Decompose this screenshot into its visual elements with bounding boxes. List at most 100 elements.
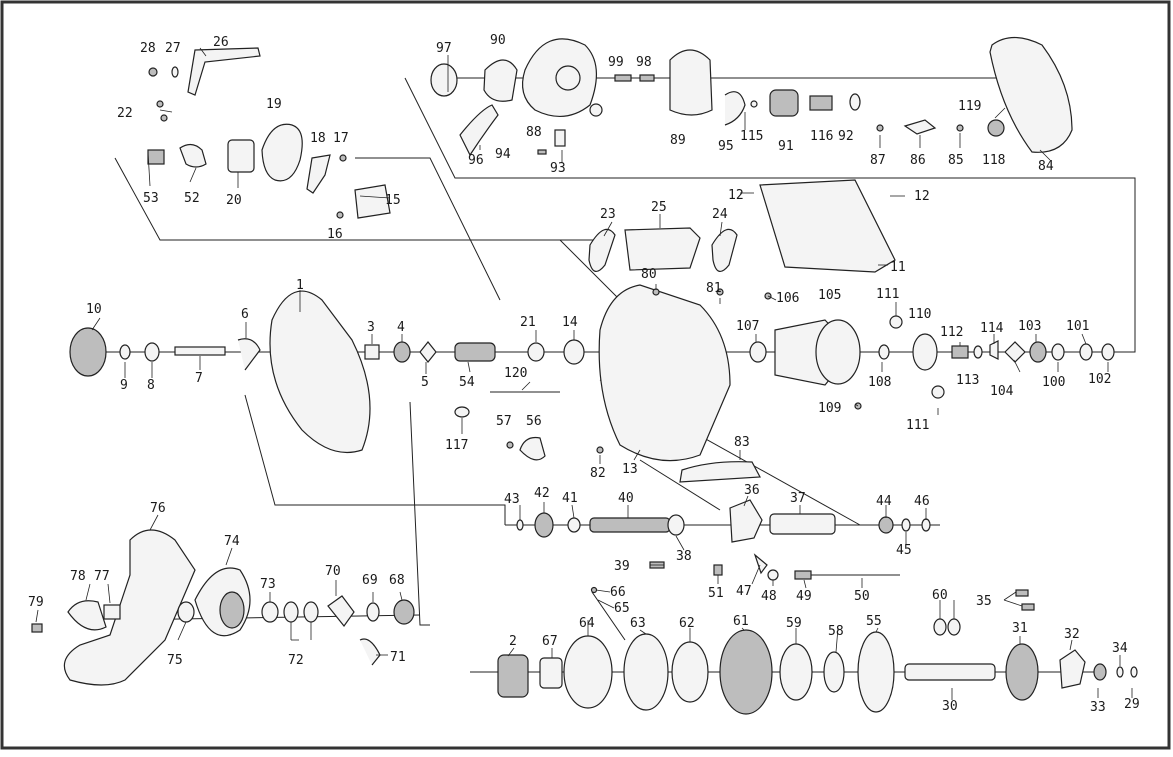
part-label: 68 [389, 573, 405, 588]
part-label: 105 [818, 288, 841, 303]
part-111-a-shape [889, 315, 903, 329]
part-label: 119 [958, 99, 981, 114]
part-55-shape [857, 631, 895, 713]
part-label: 25 [651, 200, 667, 215]
part-label: 35 [976, 594, 992, 609]
part-label: 120 [504, 366, 527, 381]
part-61-shape [719, 629, 773, 715]
part-label: 90 [490, 33, 506, 48]
part-37-shape [769, 513, 836, 535]
part-112-shape [951, 345, 969, 359]
part-label: 52 [184, 191, 200, 206]
part-43-shape [516, 519, 524, 531]
part-28-shape [148, 67, 158, 77]
part-label: 39 [614, 559, 630, 574]
part-82-shape [596, 446, 604, 454]
part-108-shape [878, 344, 890, 360]
part-label: 9 [120, 378, 128, 393]
part-label: 112 [940, 325, 963, 340]
part-23-shape [588, 228, 616, 272]
part-32-shape [1059, 649, 1086, 689]
part-89-shape [669, 49, 713, 116]
part-shapes [31, 36, 1138, 715]
part-label: 107 [736, 319, 759, 334]
part-76-shape [63, 529, 196, 686]
part-60a-shape [933, 618, 947, 636]
part-label: 30 [942, 699, 958, 714]
part-label: 48 [761, 589, 777, 604]
part-label: 91 [778, 139, 794, 154]
part-label: 72 [288, 653, 304, 668]
part-47-shape [753, 553, 768, 575]
part-49-shape [794, 570, 812, 580]
part-87-shape [876, 124, 884, 132]
part-73-shape [261, 601, 279, 623]
part-label: 37 [790, 491, 806, 506]
part-48-shape [767, 569, 779, 581]
part-label: 38 [676, 549, 692, 564]
part-label: 7 [195, 371, 203, 386]
part-113-shape [973, 345, 983, 359]
part-3-shape [364, 344, 380, 360]
part-label: 101 [1066, 319, 1089, 334]
part-72b-shape [303, 601, 319, 623]
part-label: 31 [1012, 621, 1028, 636]
part-26-shape [187, 47, 261, 96]
part-label: 116 [810, 129, 833, 144]
part-label: 11 [890, 260, 906, 275]
part-label: 1 [296, 278, 304, 293]
part-label: 34 [1112, 641, 1128, 656]
part-label: 69 [362, 573, 378, 588]
part-label: 10 [86, 302, 102, 317]
part-9-shape [119, 344, 131, 360]
part-59-shape [779, 643, 813, 701]
part-label: 70 [325, 564, 341, 579]
part-4-shape [393, 341, 411, 363]
part-65-shape [591, 591, 626, 641]
part-label: 12 [914, 189, 930, 204]
part-label: 36 [744, 483, 760, 498]
part-label: 65 [614, 601, 630, 616]
part-label: 4 [397, 320, 405, 335]
part-label: 82 [590, 466, 606, 481]
part-70-shape [327, 595, 355, 627]
part-label: 51 [708, 586, 724, 601]
part-21-shape [527, 342, 545, 362]
part-label: 62 [679, 616, 695, 631]
part-11-shape [759, 179, 896, 273]
part-label: 77 [94, 569, 110, 584]
part-19-shape [261, 123, 303, 182]
part-25-shape [624, 227, 701, 271]
part-label: 55 [866, 614, 882, 629]
part-label: 42 [534, 486, 550, 501]
part-72a-shape [283, 601, 299, 623]
part-24-shape [711, 228, 738, 272]
part-44-shape [878, 516, 894, 534]
part-label: 103 [1018, 319, 1041, 334]
part-95-shape [724, 91, 746, 126]
part-114-shape [989, 340, 999, 360]
part-118-shape [987, 119, 1005, 137]
part-label: 111 [876, 287, 899, 302]
part-116-shape [809, 95, 833, 111]
part-5-shape [419, 341, 437, 363]
part-label: 28 [140, 41, 156, 56]
part-104-shape [1004, 341, 1026, 363]
part-label: 73 [260, 577, 276, 592]
part-label: 49 [796, 589, 812, 604]
part-label: 92 [838, 129, 854, 144]
part-label: 6 [241, 307, 249, 322]
part-36-shape [729, 499, 763, 543]
part-label: 85 [948, 153, 964, 168]
part-42-shape [534, 512, 554, 538]
part-63-shape [623, 633, 669, 711]
part-92-shape [849, 93, 861, 111]
part-94-shape [537, 149, 547, 155]
part-label: 78 [70, 569, 86, 584]
part-86-shape [903, 119, 937, 135]
part-14-shape [563, 339, 585, 365]
part-label: 114 [980, 321, 1004, 336]
part-label: 118 [982, 153, 1005, 168]
part-84-shape [989, 36, 1073, 153]
